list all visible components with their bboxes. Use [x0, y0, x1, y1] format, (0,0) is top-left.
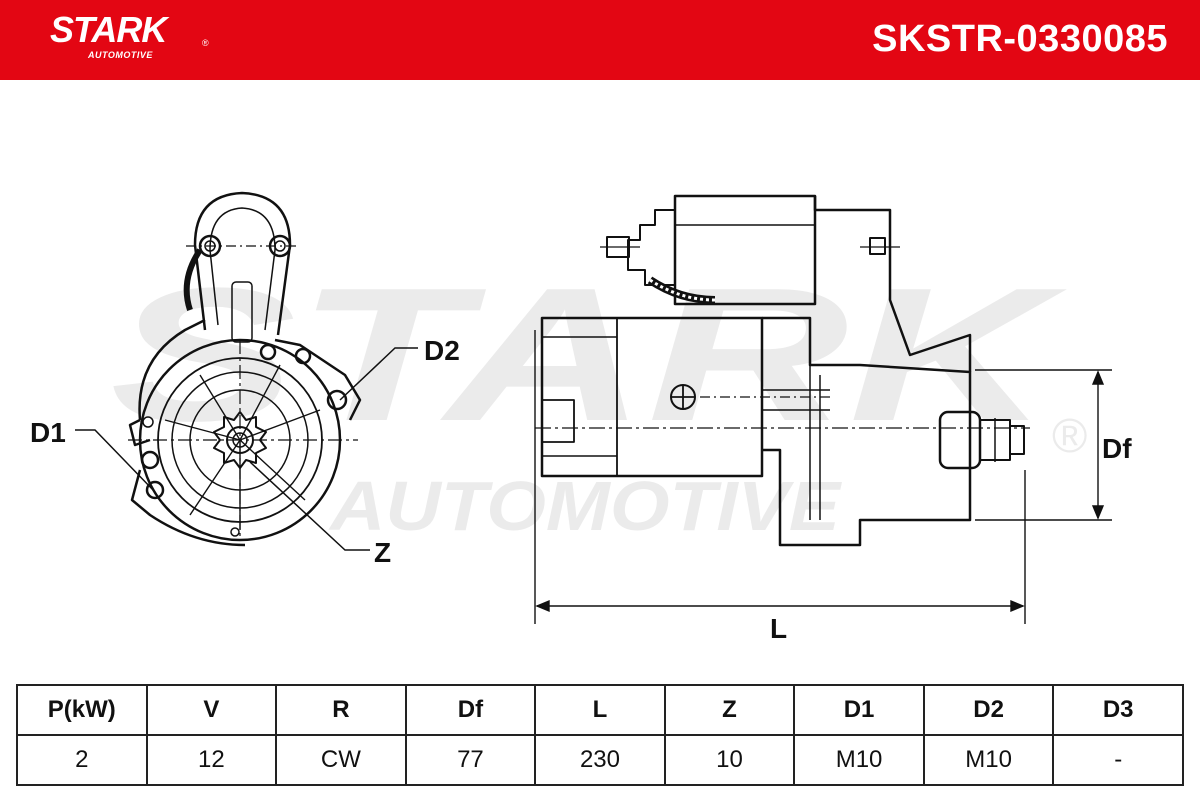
spec-value-d1: M10 [793, 734, 925, 786]
spec-value-r: CW [275, 734, 407, 786]
watermark-sub: AUTOMOTIVE [328, 467, 843, 545]
side-view [535, 194, 1030, 547]
spec-value-df: 77 [404, 734, 537, 786]
front-view [128, 191, 362, 547]
label-l: L [770, 613, 787, 644]
spec-header-l: L [534, 684, 666, 736]
stark-logo: STARK ® AUTOMOTIVE [50, 9, 209, 61]
spec-header-z: Z [663, 684, 796, 736]
header-bar: STARK ® AUTOMOTIVE SKSTR-0330085 [0, 0, 1200, 80]
spec-value-d3: - [1052, 734, 1184, 786]
spec-value-l: 230 [534, 734, 666, 786]
logo-reg-mark: ® [202, 38, 209, 48]
mount-hole-d1b [145, 480, 165, 500]
spec-value-row: 2 12 CW 77 230 10 M10 M10 - [16, 734, 1184, 786]
spec-header-d2: D2 [922, 684, 1055, 736]
logo-subtitle: AUTOMOTIVE [88, 50, 153, 60]
starter-motor-diagram: STARK AUTOMOTIVE ® [30, 191, 1132, 644]
spec-header-pkw: P(kW) [16, 684, 148, 736]
spec-header-d3: D3 [1052, 684, 1184, 736]
part-number: SKSTR-0330085 [872, 18, 1168, 60]
dimension-lines [534, 330, 1112, 624]
label-d2: D2 [424, 335, 460, 366]
spec-table: P(kW) V R Df L Z D1 D2 D3 2 12 CW 77 230… [16, 684, 1184, 786]
solenoid [673, 194, 817, 306]
spec-header-v: V [145, 684, 278, 736]
logo-brand: STARK [50, 9, 167, 50]
spec-header-row: P(kW) V R Df L Z D1 D2 D3 [16, 684, 1184, 736]
spec-value-d2: M10 [922, 734, 1055, 786]
mount-hole-d1a [140, 450, 160, 470]
mount-hole-d2 [326, 389, 348, 411]
watermark-brand: STARK [110, 249, 1067, 461]
spec-value-pkw: 2 [16, 734, 148, 786]
spec-value-v: 12 [145, 734, 278, 786]
label-df: Df [1102, 433, 1132, 464]
label-d1: D1 [30, 417, 66, 448]
spec-header-d1: D1 [793, 684, 925, 736]
label-z: Z [374, 537, 391, 568]
spec-value-z: 10 [663, 734, 796, 786]
front-leaders [75, 347, 418, 551]
spec-header-r: R [275, 684, 407, 736]
spec-header-df: Df [404, 684, 537, 736]
watermark: STARK AUTOMOTIVE ® [110, 249, 1087, 545]
watermark-reg: ® [1052, 410, 1087, 463]
